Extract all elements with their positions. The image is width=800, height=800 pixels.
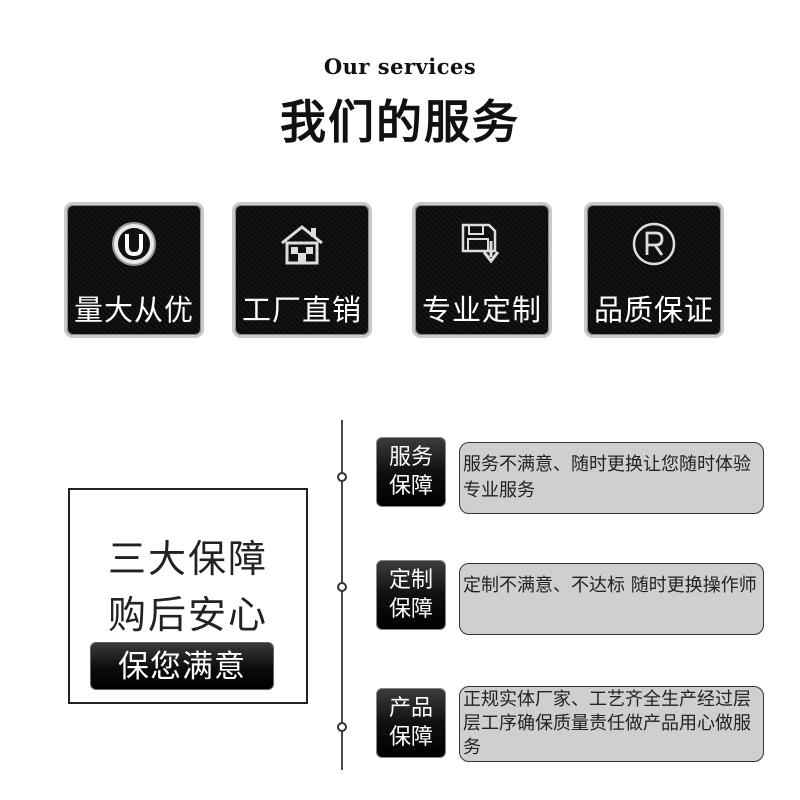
guarantee-panel: 三大保障 购后安心 保您满意 — [68, 488, 308, 704]
badge-label: 保障 — [388, 597, 433, 622]
feature-card-quality: 品质保证 — [584, 202, 724, 338]
feature-card-custom: 专业定制 — [412, 202, 552, 338]
badge-label: 保障 — [388, 474, 433, 499]
guarantee-subheading: 购后安心 — [107, 593, 268, 637]
custom-guarantee-description: 定制不满意、不达标 随时更换操作师 — [459, 563, 764, 635]
timeline-dot — [337, 472, 347, 482]
feature-label: 品质保证 — [593, 293, 714, 327]
u-circle-icon — [67, 217, 201, 271]
feature-label: 量大从优 — [73, 293, 194, 327]
custom-guarantee-badge: 定制 保障 — [376, 560, 446, 630]
registered-icon — [587, 217, 721, 271]
page-title: 我们的服务 — [280, 95, 520, 149]
save-download-icon — [415, 217, 549, 271]
timeline-dot — [337, 722, 347, 732]
feature-label: 专业定制 — [421, 293, 542, 327]
badge-label: 保障 — [388, 725, 433, 750]
service-guarantee-badge: 服务 保障 — [376, 437, 446, 507]
guarantee-heading: 三大保障 — [107, 537, 268, 581]
timeline-line — [341, 420, 343, 770]
feature-label: 工厂直销 — [241, 293, 362, 327]
product-guarantee-badge: 产品 保障 — [376, 688, 446, 758]
feature-card-bulk: 量大从优 — [64, 202, 204, 338]
factory-house-icon — [235, 217, 369, 271]
satisfaction-button[interactable]: 保您满意 — [90, 642, 274, 690]
timeline-dot — [337, 582, 347, 592]
badge-label: 定制 — [388, 568, 433, 593]
subtitle-english: Our services — [323, 54, 477, 79]
badge-label: 服务 — [388, 445, 433, 470]
feature-card-factory: 工厂直销 — [232, 202, 372, 338]
product-guarantee-description: 正规实体厂家、工艺齐全生产经过层层工序确保质量责任做产品用心做服务 — [459, 686, 764, 762]
service-guarantee-description: 服务不满意、随时更换让您随时体验专业服务 — [459, 442, 764, 514]
badge-label: 产品 — [388, 696, 433, 721]
